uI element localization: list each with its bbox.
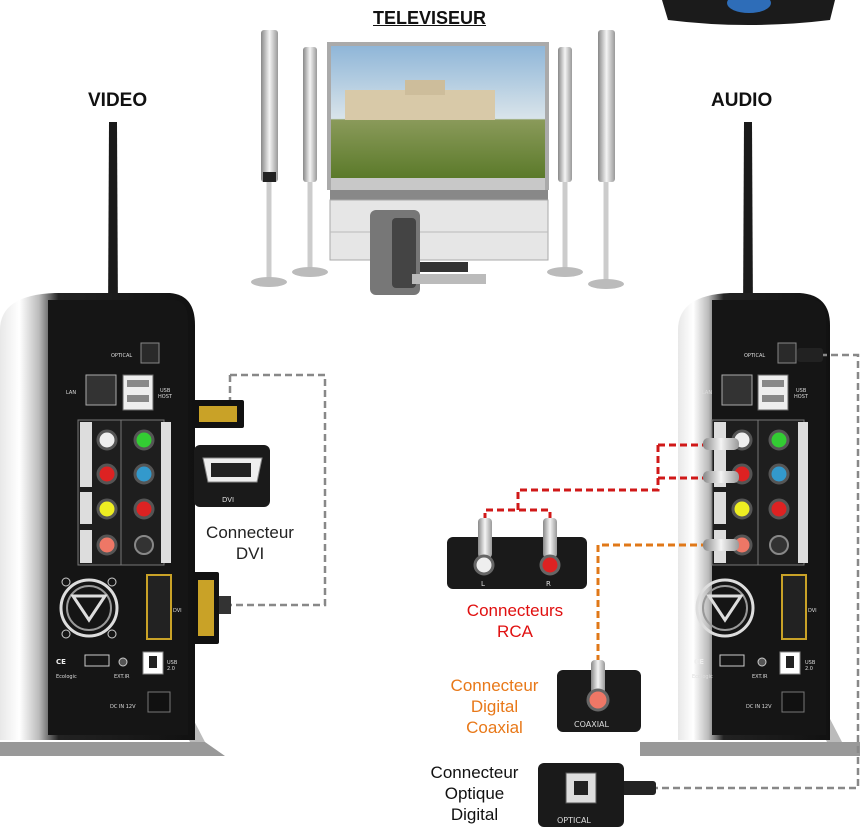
optical-connector-plate [538,763,624,827]
coaxial-connector-label: Connecteur Digital Coaxial [432,675,557,738]
svg-text:OPTICAL: OPTICAL [744,353,765,359]
speaker-right-inner [558,47,572,182]
dvi-label-line1: Connecteur [206,523,294,542]
dvi-plate-text: DVI [222,496,234,504]
tv-scene [251,30,624,295]
coaxial-cable [596,539,739,662]
speaker-left-inner [303,47,317,182]
dvd-player [420,262,468,272]
rca-connector-plate [447,518,587,589]
svg-text:USB: USB [796,388,807,394]
svg-text:CE: CE [694,658,704,666]
optical-cable [620,348,860,795]
svg-text:OPTICAL: OPTICAL [111,353,132,359]
coaxial-label-line2: Digital [470,697,519,716]
rca-connector-label: Connecteurs RCA [440,600,590,642]
svg-text:DC IN 12V: DC IN 12V [746,704,772,710]
svg-text:CE: CE [56,658,66,666]
coaxial-label-line1: Connecteur [450,676,539,695]
device-left: OPTICAL LAN USB HOST DVI [0,122,225,756]
svg-text:Ecologic: Ecologic [56,674,77,680]
video-heading: VIDEO [88,90,148,111]
svg-text:DVI: DVI [808,608,817,614]
optical-connector-label: Connecteur Optique Digital [412,762,537,825]
svg-text:HOST: HOST [794,394,809,400]
dvi-cable [192,373,327,644]
rca-cable [483,438,739,520]
dvi-connector-label: Connecteur DVI [190,522,310,564]
svg-text:EXT.IR: EXT.IR [752,674,768,680]
optical-label-line3: Digital [450,805,499,824]
coaxial-plate-text: COAXIAL [574,720,610,729]
svg-text:Ecologic: Ecologic [692,674,713,680]
remote-control-icon [662,0,835,25]
rca-label-line1: Connecteurs [466,601,564,620]
svg-text:DC IN 12V: DC IN 12V [110,704,136,710]
rca-left-text: L [481,580,485,588]
optical-label-line2: Optique [444,784,505,803]
lan-label: LAN [66,390,76,396]
device-right: OPTICAL LAN USB HOST DVI CE Ecologic EXT… [640,122,860,756]
optical-label-line1: Connecteur [430,763,519,782]
speaker-left-outer [261,30,278,182]
svg-text:USB: USB [167,660,178,666]
coaxial-label-line3: Coaxial [466,718,523,737]
svg-text:2.0: 2.0 [805,666,813,672]
svg-text:EXT.IR: EXT.IR [114,674,130,680]
optical-plate-text: OPTICAL [557,816,591,825]
svg-text:USB: USB [160,388,171,394]
antenna-right [743,122,753,320]
svg-text:LAN: LAN [702,390,712,396]
rca-label-line2: RCA [497,622,533,641]
speaker-right-outer [598,30,615,182]
dvi-connector-plate [194,445,270,507]
dvi-label-line2: DVI [235,544,265,563]
antenna-left [108,122,118,320]
tv-heading: TELEVISEUR [373,8,487,28]
coaxial-connector-plate [557,660,641,732]
svg-text:2.0: 2.0 [167,666,175,672]
rca-right-text: R [546,580,551,588]
svg-text:HOST: HOST [158,394,173,400]
audio-heading: AUDIO [711,90,773,111]
svg-text:USB: USB [805,660,816,666]
svg-text:DVI: DVI [173,608,182,614]
